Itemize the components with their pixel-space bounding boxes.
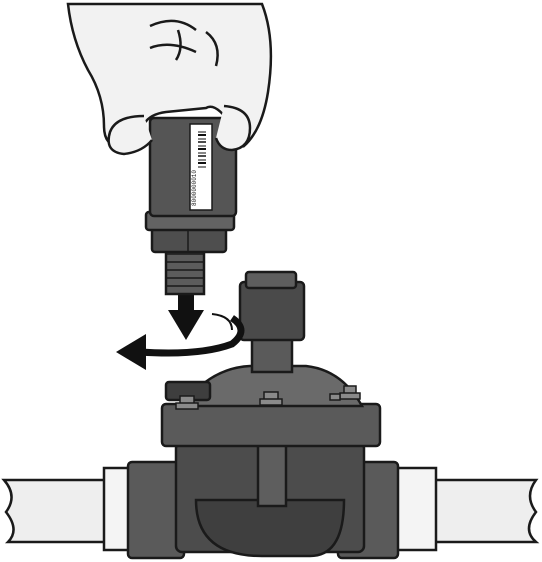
rotate-arrow-icon [116,313,245,370]
bonnet-bolts [175,385,361,410]
solenoid-port [238,270,306,374]
right-pipe [394,466,540,552]
hand-icon [66,2,273,156]
left-pipe [1,466,146,552]
solenoid-label: 8000000010 [189,123,213,211]
solenoid-label-text: 8000000010 [191,170,198,206]
